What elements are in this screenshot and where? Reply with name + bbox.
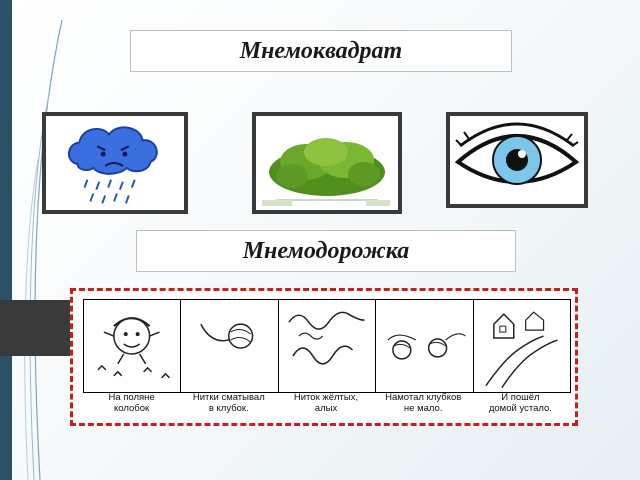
caption-3: Ниток жёлтых,алых [293,392,359,414]
kolobok-icon [97,317,171,379]
threads-icon [288,311,365,365]
image-eye [446,112,588,208]
eye-icon [454,122,580,185]
left-accent-bar [0,0,12,480]
mnemo-cell-5 [474,300,570,392]
yarn-ball-icon [200,323,254,349]
bush-icon [262,138,390,206]
title-mnemopath: Мнемодорожка [136,230,516,272]
rain-cloud-icon [67,126,158,204]
mnemo-cell-3 [279,300,377,392]
mnemo-cell-4 [376,300,474,392]
image-rain-cloud [42,112,188,214]
mnemo-cell-2 [181,300,279,392]
image-bush [252,112,402,214]
mnemo-strip [83,299,571,393]
house-road-icon [484,311,558,389]
two-balls-icon [387,333,467,360]
title-mnemosquare: Мнемоквадрат [130,30,512,72]
dark-decor-block [0,300,72,356]
decorative-lines [24,19,63,480]
mnemo-cell-1 [84,300,182,392]
